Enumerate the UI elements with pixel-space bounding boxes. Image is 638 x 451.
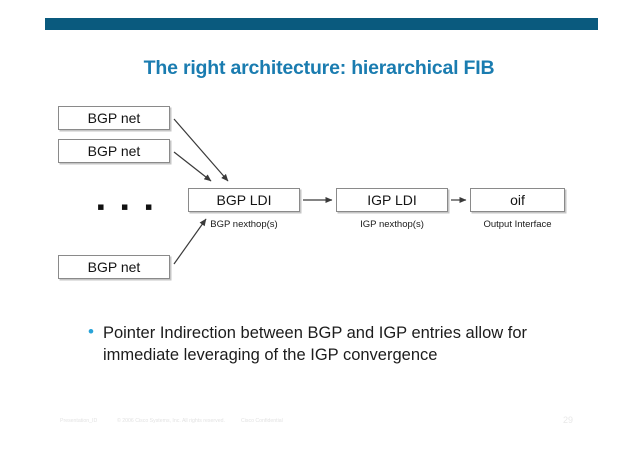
igp-ldi-box: IGP LDI [336, 188, 448, 212]
oif-caption: Output Interface [483, 219, 552, 230]
oif-label: oif [510, 192, 525, 208]
bgp-ldi-caption: BGP nexthop(s) [210, 219, 278, 230]
igp-ldi-label: IGP LDI [367, 192, 417, 208]
bullet-item: • Pointer Indirection between BGP and IG… [88, 322, 578, 366]
ellipsis-indicator: ▪ ▪ ▪ [97, 194, 158, 219]
bgp-net-box-1-label: BGP net [87, 110, 141, 126]
bgp-net-box-3: BGP net [58, 255, 170, 279]
bullet-text: Pointer Indirection between BGP and IGP … [102, 324, 527, 364]
igp-ldi-caption: IGP nexthop(s) [360, 219, 424, 230]
footer-copyright: © 2006 Cisco Systems, Inc. All rights re… [117, 418, 225, 424]
bullet-marker-icon: • [88, 322, 94, 341]
hierarchical-fib-diagram: BGP net BGP net BGP net ▪ ▪ ▪ BGP LDI BG… [58, 106, 565, 279]
bgp-net-box-2-label: BGP net [87, 143, 141, 159]
page-title: The right architecture: hierarchical FIB [143, 57, 495, 79]
page-number: 29 [563, 415, 574, 425]
bgp-ldi-label: BGP LDI [216, 192, 272, 208]
slide-footer: Presentation_ID © 2006 Cisco Systems, In… [0, 416, 638, 430]
oif-box: oif [470, 188, 565, 212]
bgp-net-box-1: BGP net [58, 106, 170, 130]
footer-presentation-id: Presentation_ID [60, 418, 98, 424]
footer-confidential: Cisco Confidential [241, 418, 283, 424]
diagram-arrows [173, 118, 467, 265]
bgp-ldi-box: BGP LDI [188, 188, 300, 212]
bgp-net-box-3-label: BGP net [87, 259, 141, 275]
bgp-net-box-2: BGP net [58, 139, 170, 163]
header-accent-bar [45, 18, 598, 30]
